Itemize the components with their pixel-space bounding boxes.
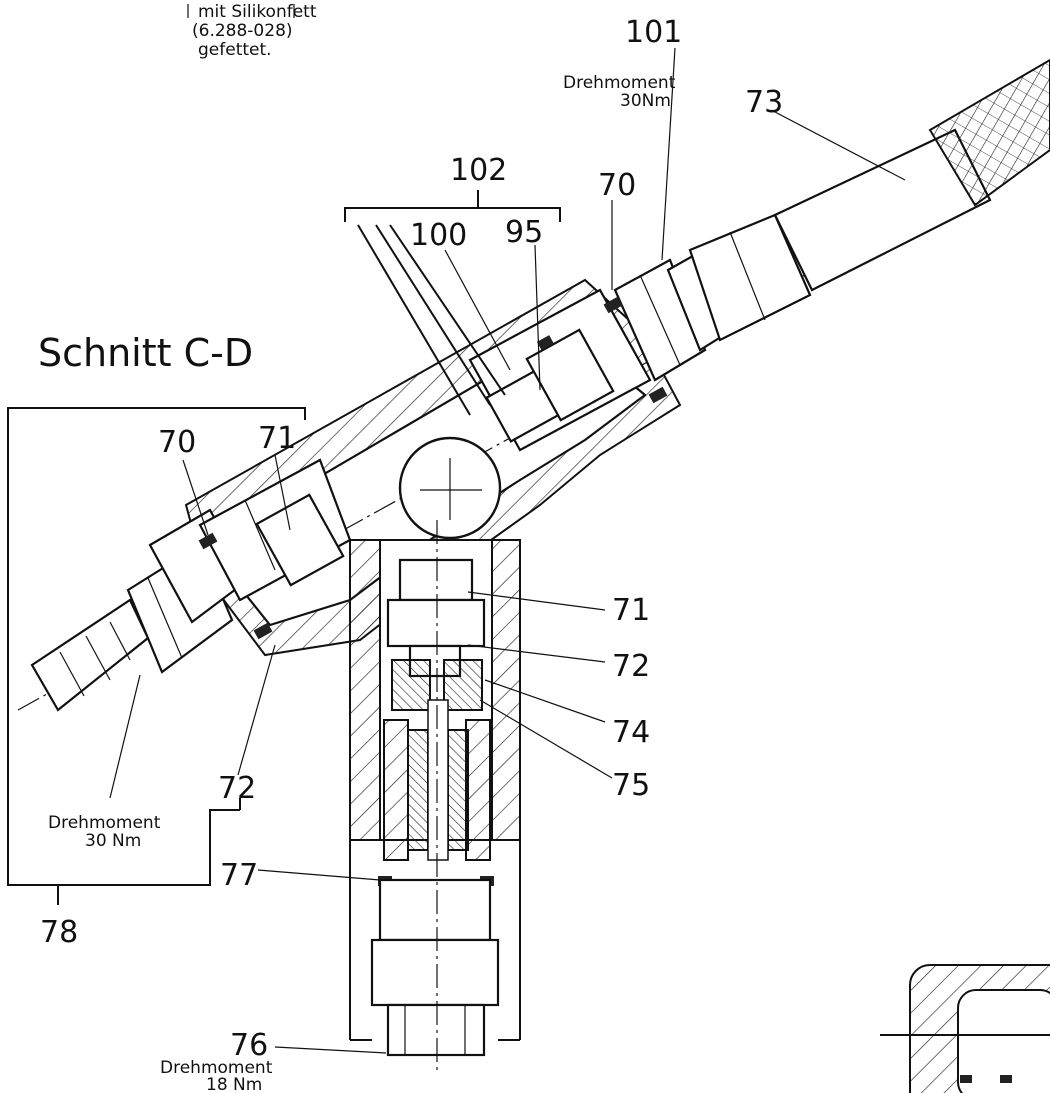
grease-note: mit Silikonfett (6.288-028) gefettet. bbox=[187, 2, 317, 60]
grease-note-line2: (6.288-028) bbox=[192, 21, 293, 41]
callout-73: 73 bbox=[745, 85, 783, 120]
callout-72-bottom: 72 bbox=[218, 771, 256, 806]
drehmoment-101-value: 30Nm bbox=[620, 91, 671, 111]
bracket-102 bbox=[344, 190, 561, 416]
left-hose-fitting bbox=[30, 458, 352, 712]
callout-71-right: 71 bbox=[612, 593, 650, 628]
drehmoment-76-value: 18 Nm bbox=[206, 1075, 262, 1093]
callout-labels: 101 Drehmoment 30Nm 73 102 70 100 95 70 … bbox=[40, 15, 783, 1093]
grease-note-line3: gefettet. bbox=[198, 40, 272, 60]
callout-77: 77 bbox=[220, 858, 258, 893]
callout-76: 76 bbox=[230, 1028, 268, 1063]
callout-75: 75 bbox=[612, 768, 650, 803]
partial-detail bbox=[880, 964, 1050, 1093]
drehmoment-78-label: Drehmoment bbox=[48, 813, 161, 833]
callout-70-left: 70 bbox=[158, 425, 196, 460]
bracket-78 bbox=[7, 407, 306, 905]
callout-102: 102 bbox=[450, 153, 507, 188]
callout-95: 95 bbox=[505, 215, 543, 250]
callout-72-right: 72 bbox=[612, 649, 650, 684]
vertical-body bbox=[349, 520, 521, 1070]
drehmoment-76-label: Drehmoment bbox=[160, 1058, 273, 1078]
callout-78: 78 bbox=[40, 915, 78, 950]
callout-74: 74 bbox=[612, 715, 650, 750]
callout-101: 101 bbox=[625, 15, 682, 50]
ball-chamber bbox=[398, 436, 502, 540]
grease-note-line1: mit Silikonfett bbox=[198, 2, 317, 22]
callout-70-top: 70 bbox=[598, 168, 636, 203]
section-title: Schnitt C-D bbox=[38, 331, 253, 375]
drehmoment-78-value: 30 Nm bbox=[85, 831, 141, 851]
right-fitting bbox=[468, 58, 1050, 452]
drehmoment-101-label: Drehmoment bbox=[563, 73, 676, 93]
callout-71-left: 71 bbox=[258, 421, 296, 456]
leader-lines bbox=[109, 47, 906, 1054]
callout-100: 100 bbox=[410, 218, 467, 253]
